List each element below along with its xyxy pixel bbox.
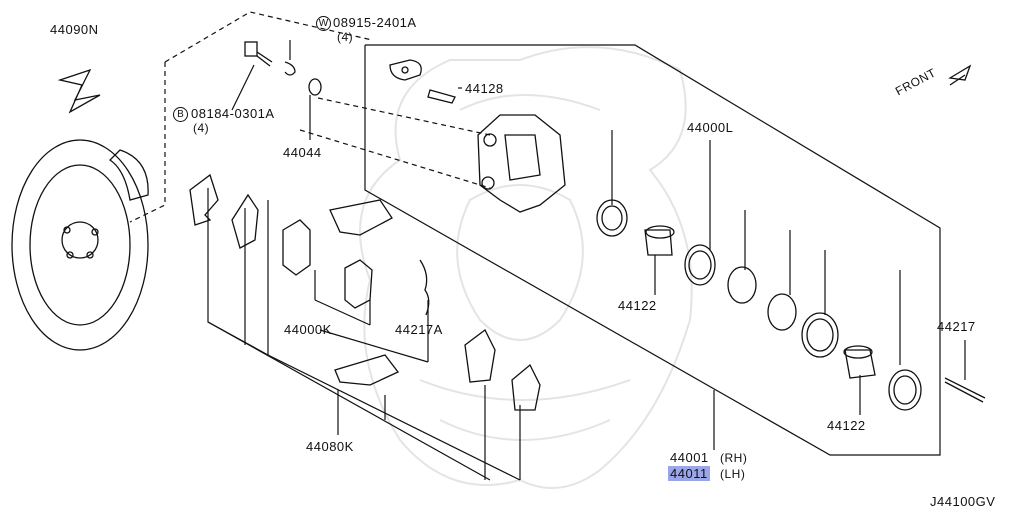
label-44080K[interactable]: 44080K [306, 439, 354, 454]
washer-prefix-badge: W [316, 16, 331, 31]
label-44000K[interactable]: 44000K [284, 322, 332, 337]
qty-08915-2401A: (4) [337, 30, 354, 44]
side-44001: (RH) [720, 451, 748, 465]
qty-08184-0301A: (4) [193, 121, 210, 135]
label-44217[interactable]: 44217 [937, 319, 976, 334]
label-44217A[interactable]: 44217A [395, 322, 443, 337]
label-08915-2401A[interactable]: 08915-2401A [333, 15, 417, 30]
bolt-prefix-badge: B [173, 107, 188, 122]
watermark-logo [359, 46, 693, 489]
label-44128[interactable]: 44128 [465, 81, 504, 96]
label-44011-highlighted[interactable]: 44011 [668, 466, 710, 481]
label-44090N[interactable]: 44090N [50, 22, 99, 37]
part-shapes [11, 41, 986, 411]
diagram-code: J44100GV [930, 494, 996, 509]
reference-lines [129, 11, 966, 481]
label-44000L[interactable]: 44000L [687, 120, 734, 135]
label-44122-lower[interactable]: 44122 [827, 418, 866, 433]
label-44122-upper[interactable]: 44122 [618, 298, 657, 313]
label-08184-0301A[interactable]: 08184-0301A [191, 106, 275, 121]
label-44001[interactable]: 44001 [670, 450, 709, 465]
label-44044[interactable]: 44044 [283, 145, 322, 160]
side-44011: (LH) [720, 467, 746, 481]
